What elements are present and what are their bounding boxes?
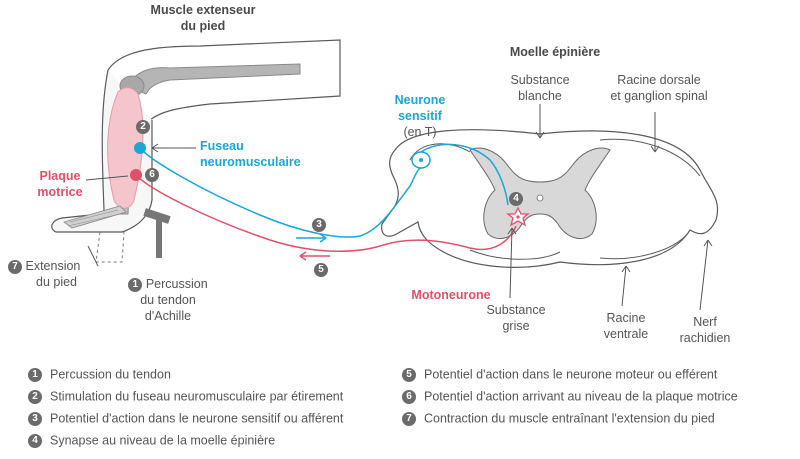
legend-text: Potentiel d'action dans le neurone sensi…	[50, 411, 344, 426]
label-substance-grise-1: Substance	[486, 303, 546, 317]
label-fuseau: Fuseau neuromusculaire	[200, 138, 320, 170]
legend-number-circle: 5	[402, 367, 416, 382]
label-muscle-line1: Muscle extenseur	[150, 3, 256, 17]
label-extension-2: du pied	[36, 275, 78, 289]
label-nerf-1: Nerf	[693, 315, 717, 329]
label-neurone-sensitif-2: sensitif	[398, 109, 442, 123]
label-motoneurone: Motoneurone	[411, 288, 491, 302]
legend-text: Contraction du muscle entraînant l'exten…	[424, 411, 715, 426]
reflex-hammer-head	[143, 208, 171, 224]
label-substance-blanche-1: Substance	[510, 73, 570, 87]
label-substance-grise: Substance grise	[476, 302, 556, 334]
legend-item: 7 Contraction du muscle entraînant l'exte…	[402, 410, 715, 427]
legend-item: 1 Percussion du tendon	[28, 366, 171, 383]
label-substance-grise-2: grise	[502, 319, 530, 333]
label-substance-blanche: Substance blanche	[490, 72, 590, 104]
marker-1-circle: 1	[128, 277, 143, 292]
legend-item: 4 Synapse au niveau de la moelle épinière	[28, 432, 275, 449]
reflex-hammer-handle	[156, 218, 162, 258]
label-racine-ventrale-1: Racine	[606, 311, 646, 325]
femur-bone	[127, 63, 301, 95]
central-canal	[536, 194, 544, 202]
extended-foot-dashed	[95, 231, 125, 263]
label-substance-blanche-2: blanche	[518, 89, 562, 103]
motor-pathway	[135, 174, 517, 253]
label-plaque-2: motrice	[37, 185, 83, 199]
label-racine-dorsale: Racine dorsale et ganglion spinal	[594, 72, 724, 104]
label-percussion-3: d'Achille	[144, 309, 192, 323]
legend-item: 6 Potentiel d'action arrivant au niveau d…	[402, 388, 738, 405]
label-fuseau-2: neuromusculaire	[200, 155, 301, 169]
legend-item: 3 Potentiel d'action dans le neurone sens…	[28, 410, 343, 427]
label-racine-dorsale-1: Racine dorsale	[617, 73, 701, 87]
marker-2-circle: 2	[136, 120, 150, 134]
legend-item: 2 Stimulation du fuseau neuromusculaire p…	[28, 388, 343, 405]
label-muscle-line2: du pied	[180, 19, 226, 33]
leader-lines	[85, 104, 713, 311]
legend-number-circle: 1	[28, 367, 42, 382]
legend-number-circle: 2	[28, 389, 42, 404]
label-muscle-extensor: Muscle extenseur du pied	[138, 2, 268, 34]
legend-text: Potentiel d'action arrivant au niveau de…	[424, 389, 738, 404]
label-fuseau-1: Fuseau	[200, 139, 244, 153]
legend-number-circle: 7	[402, 411, 416, 426]
legend-text: Stimulation du fuseau neuromusculaire pa…	[50, 389, 344, 404]
label-racine-ventrale: Racine ventrale	[586, 310, 666, 342]
label-neurone-sensitif: Neurone sensitif (en T)	[382, 92, 458, 140]
label-nerf-2: rachidien	[679, 331, 731, 345]
label-extension: 7 Extension du pied	[8, 258, 98, 290]
ventral-root	[469, 249, 561, 260]
label-percussion-2: du tendon	[140, 293, 196, 307]
legend-text: Percussion du tendon	[50, 367, 171, 382]
legend-text: Potentiel d'action dans le neurone moteu…	[424, 367, 718, 382]
right-dorsal-root	[599, 138, 701, 177]
legend-number-circle: 3	[28, 411, 42, 426]
right-ventral-root	[599, 229, 691, 260]
legend-number-circle: 4	[28, 433, 42, 448]
legend-number-circle: 6	[402, 389, 416, 404]
label-neurone-sensitif-3: (en T)	[403, 125, 437, 139]
label-extension-1: Extension	[25, 259, 81, 273]
label-neurone-sensitif-1: Neurone	[394, 93, 446, 107]
label-moelle: Moelle épinière	[509, 45, 601, 59]
label-plaque-1: Plaque	[39, 169, 81, 183]
label-percussion: 1 Percussion du tendon d'Achille	[118, 276, 218, 324]
marker-3-circle: 3	[312, 218, 326, 232]
label-racine-ventrale-2: ventrale	[603, 327, 649, 341]
legend-item: 5 Potentiel d'action dans le neurone mote…	[402, 366, 717, 383]
grey-matter	[469, 147, 611, 239]
label-plaque-motrice: Plaque motrice	[30, 168, 90, 200]
label-racine-dorsale-2: et ganglion spinal	[610, 89, 708, 103]
marker-4-circle: 4	[509, 192, 523, 206]
marker-5-circle: 5	[314, 263, 328, 277]
label-nerf-rachidien: Nerf rachidien	[670, 314, 740, 346]
label-percussion-1: Percussion	[145, 277, 208, 291]
thigh-outline	[107, 39, 341, 121]
sensory-pathway	[139, 143, 509, 238]
legend-text: Synapse au niveau de la moelle épinière	[50, 433, 276, 448]
marker-6-circle: 6	[145, 168, 159, 182]
marker-7-circle: 7	[8, 259, 22, 274]
